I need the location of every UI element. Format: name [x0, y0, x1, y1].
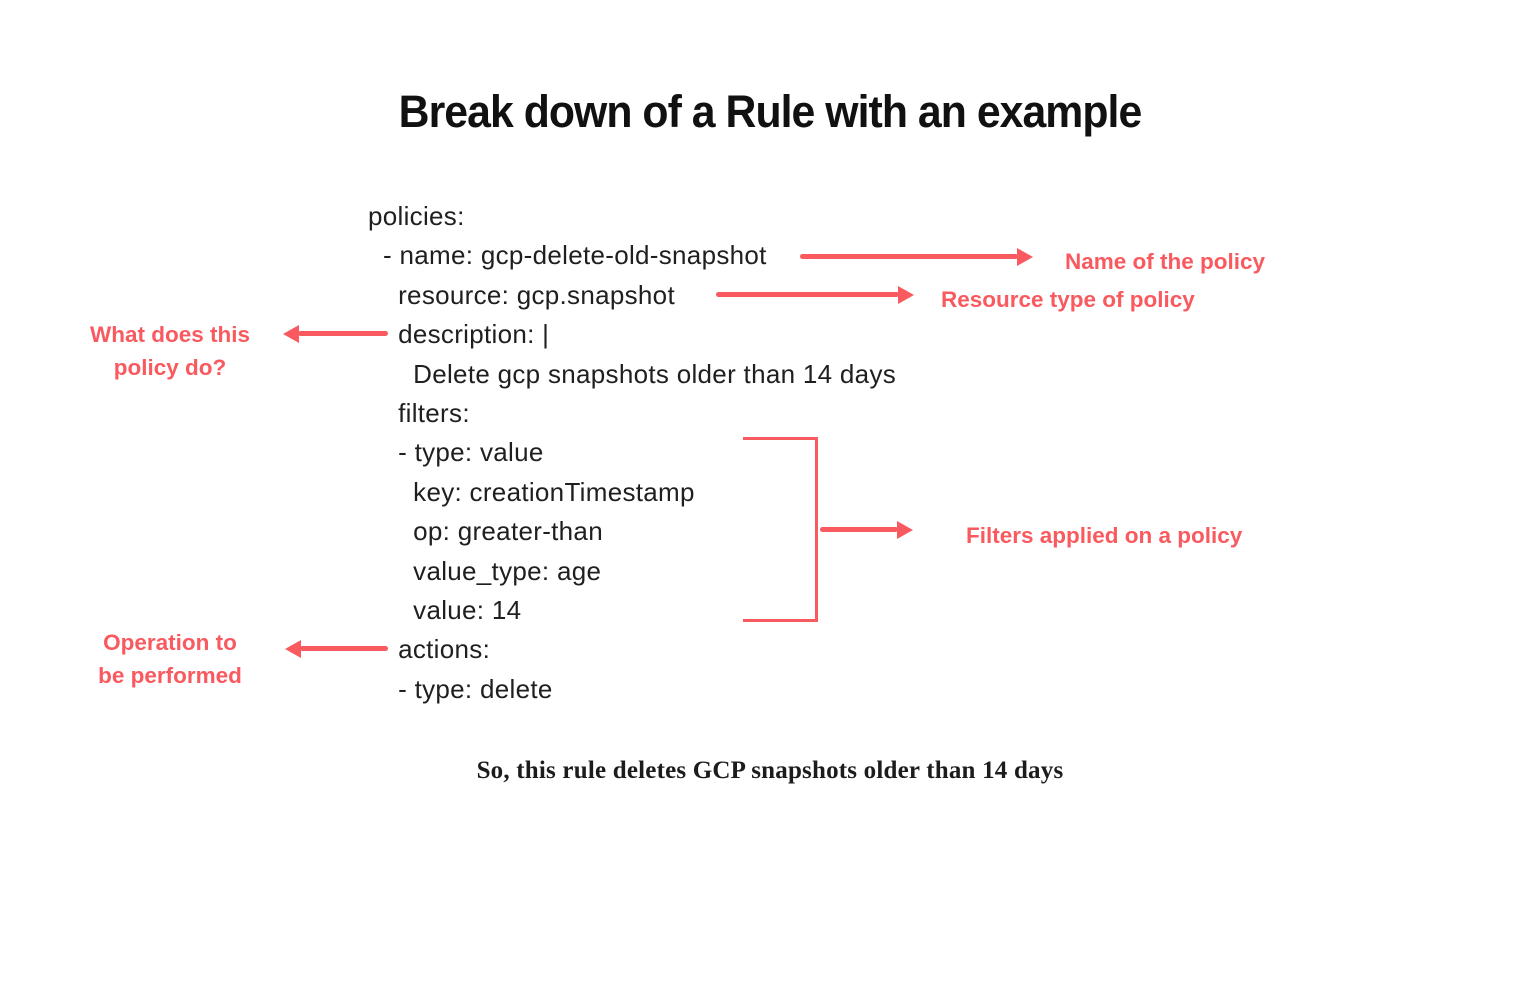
yaml-code-block: policies: - name: gcp-delete-old-snapsho… — [368, 197, 988, 709]
code-line: key: creationTimestamp — [368, 476, 695, 507]
code-line: filters: — [368, 398, 470, 429]
summary-caption: So, this rule deletes GCP snapshots olde… — [476, 757, 1064, 784]
code-line: - name: gcp-delete-old-snapshot — [368, 240, 767, 271]
arrow-right-icon — [800, 254, 1018, 259]
annotation-line: Operation to — [103, 630, 237, 655]
code-line: op: greater-than — [368, 516, 603, 547]
code-line: policies: — [368, 201, 465, 231]
arrow-left-icon — [298, 331, 388, 336]
annotation-resource-type: Resource type of policy — [941, 287, 1195, 312]
annotation-filters: Filters applied on a policy — [966, 523, 1243, 548]
annotation-line: What does this — [89, 322, 250, 347]
annotation-line: policy do? — [113, 355, 227, 380]
code-line: description: | — [368, 319, 550, 350]
annotation-line: be performed — [98, 663, 242, 688]
code-line: value_type: age — [368, 555, 602, 586]
filters-bracket-vertical — [815, 437, 818, 622]
arrow-right-icon — [716, 292, 899, 297]
code-line: resource: gcp.snapshot — [368, 279, 675, 310]
filters-bracket-top — [743, 437, 818, 440]
page-title: Break down of a Rule with an example — [398, 86, 1143, 137]
annotation-policy-description: What does this policy do? — [55, 318, 285, 384]
code-line: value: 14 — [368, 595, 522, 626]
code-line: actions: — [368, 634, 491, 665]
annotation-operation: Operation to be performed — [55, 626, 285, 692]
arrow-right-icon — [820, 527, 898, 532]
code-line: - type: value — [368, 437, 544, 468]
annotation-policy-name: Name of the policy — [1065, 249, 1266, 274]
code-line: Delete gcp snapshots older than 14 days — [368, 358, 897, 389]
code-line: - type: delete — [368, 673, 553, 704]
arrow-left-icon — [300, 646, 388, 651]
filters-bracket-bottom — [743, 619, 818, 622]
